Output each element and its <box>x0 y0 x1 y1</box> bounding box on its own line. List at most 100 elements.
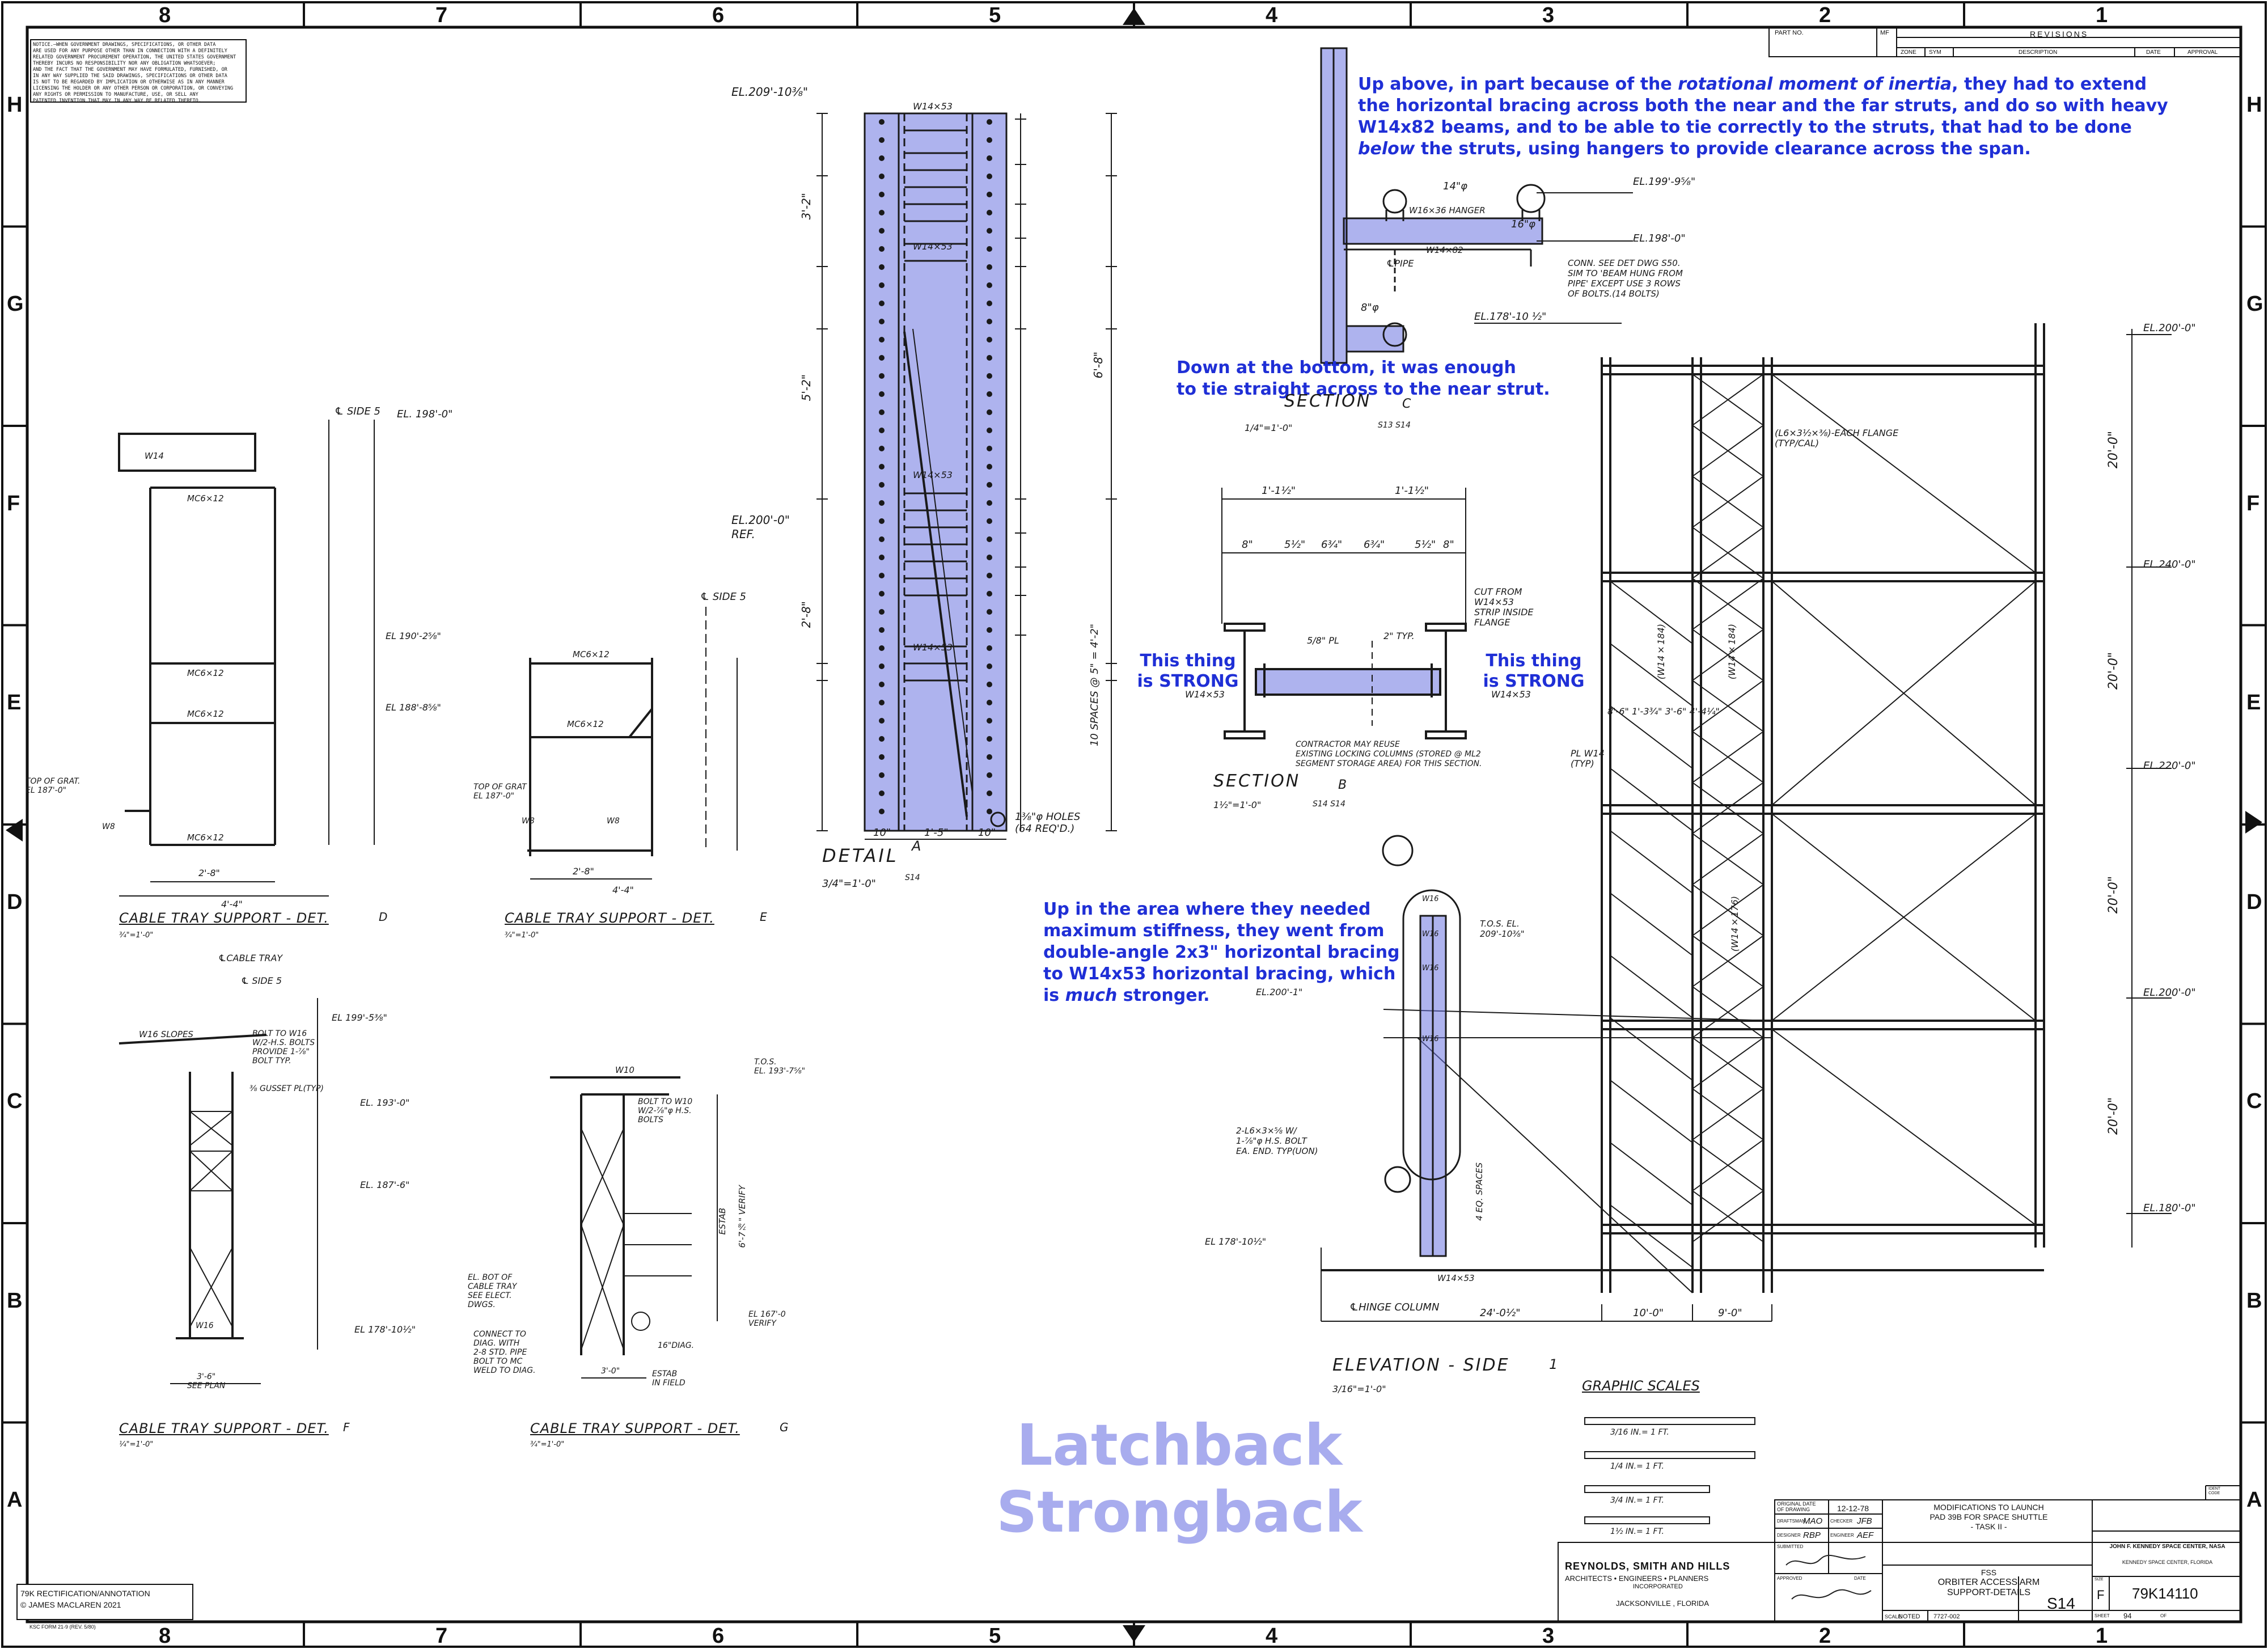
label-w16-1: W16 <box>1422 895 1439 903</box>
label-g-bolt: BOLT TO W10 W/2-⅞"φ H.S. BOLTS <box>638 1097 693 1124</box>
tb-checker: JFB <box>1857 1516 1872 1526</box>
legal-notice: NOTICE.—WHEN GOVERNMENT DRAWINGS, SPECIF… <box>33 42 236 104</box>
label-w16-2: W16 <box>1422 930 1439 938</box>
label-el-209: EL.209'-10⅜" <box>731 85 809 99</box>
zone-row-left-D: D <box>7 890 23 914</box>
label-typ-2: 2" TYP. <box>1383 631 1415 641</box>
elevation-title: ELEVATION - SIDE <box>1332 1355 1510 1375</box>
cable-f-scale: ¼"=1'-0" <box>119 1440 154 1449</box>
label-g-diag: 16"DIAG. <box>658 1341 695 1350</box>
label-w14x53-bot: W14×53 <box>913 642 953 653</box>
label-w14x53-secb-l: W14×53 <box>1185 689 1225 700</box>
dim-10: 10'-0" <box>1633 1307 1664 1319</box>
tb-scale-label: SCALE <box>1885 1614 1902 1620</box>
dim-3-2: 3'-2" <box>799 193 813 220</box>
scale-label-1: 3/16 IN.= 1 FT. <box>1610 1428 1669 1437</box>
label-w14x82: W14×82 <box>1426 245 1463 255</box>
label-el-200-elev: EL.200'-0" <box>2143 987 2196 999</box>
tb-drawing-no: 79K14110 <box>2132 1585 2198 1602</box>
label-mc6-e1: MC6×12 <box>573 649 610 659</box>
label-pipe-16: 16"φ <box>1511 218 1536 230</box>
dim-20-a: 20'-0" <box>2106 431 2121 469</box>
label-w14x184-b: (W14×184) <box>1727 624 1737 680</box>
dim-10-right: 10" <box>978 827 996 839</box>
label-g-w10: W10 <box>615 1065 634 1075</box>
tb-fss: FSS <box>1981 1568 1997 1577</box>
scale-label-3: 3/4 IN.= 1 FT. <box>1610 1496 1664 1505</box>
label-top-grat-e: TOP OF GRAT EL 187'-0" <box>473 783 527 801</box>
section-b-ref: S14 S14 <box>1313 800 1345 809</box>
cable-d-mark: D <box>379 910 388 924</box>
cable-g-scale: ¾"=1'-0" <box>530 1440 565 1449</box>
secb-dim-top-right: 1'-1½" <box>1395 485 1429 497</box>
label-pipe-14: 14"φ <box>1443 180 1468 192</box>
tb-draftsman: MAO <box>1803 1516 1823 1526</box>
secb-dim-4: 6¾" <box>1364 539 1385 551</box>
zone-col-top-8: 8 <box>159 3 171 27</box>
dim-20-c: 20'-0" <box>2106 876 2121 914</box>
tb-agency: JOHN F. KENNEDY SPACE CENTER, NASA <box>2109 1544 2225 1550</box>
rev-col-date: DATE <box>2146 49 2161 56</box>
label-pipe-8: 8"φ <box>1361 302 1379 314</box>
label-w14x53-top: W14×53 <box>913 101 953 112</box>
tb-sheet-no: 94 <box>2123 1612 2132 1620</box>
label-g-el-bot: EL. BOT OF CABLE TRAY SEE ELECT. DWGS. <box>468 1273 517 1309</box>
label-el-180: EL.180'-0" <box>2143 1202 2196 1214</box>
label-el-200-1: EL.200'-1" <box>1256 987 1303 997</box>
zone-col-bottom-2: 2 <box>1819 1624 1831 1648</box>
revisions-title: REVISIONS <box>2030 29 2089 39</box>
label-tos-209: T.O.S. EL. 209'-10⅜" <box>1480 919 1525 939</box>
zone-row-left-G: G <box>7 292 24 316</box>
zone-row-right-C: C <box>2246 1089 2262 1114</box>
dim-20-b: 20'-0" <box>2106 652 2121 690</box>
label-mc6-d4: MC6×12 <box>187 832 224 843</box>
label-w14x53-elev: W14×53 <box>1437 1273 1475 1283</box>
tb-size-label: SIZE <box>2094 1578 2104 1582</box>
label-el-200-ref: EL.200'-0" <box>731 513 790 527</box>
tb-drawing-title: ORBITER ACCESS ARM SUPPORT-DETAILS <box>1937 1578 2040 1597</box>
label-f-w16: W16 <box>196 1321 214 1330</box>
section-b-mark: B <box>1338 778 1347 792</box>
label-el-240: EL.240'-0" <box>2143 559 2196 570</box>
label-w16-3: W16 <box>1422 964 1439 973</box>
dim-9: 9'-0" <box>1718 1307 1742 1319</box>
label-bolt-note: 2-L6×3×⅝ W/ 1-⅞"φ H.S. BOLT EA. END. TYP… <box>1236 1126 1318 1156</box>
label-w16-hanger: W16×36 HANGER <box>1409 205 1486 215</box>
secb-dim-6: 8" <box>1443 539 1454 551</box>
zone-col-bottom-6: 6 <box>712 1624 725 1648</box>
zone-col-top-5: 5 <box>989 3 1001 27</box>
detail-a-mark: A <box>912 838 921 854</box>
tb-mod-title: MODIFICATIONS TO LAUNCH PAD 39B FOR SPAC… <box>1930 1503 2048 1531</box>
dim-1-5: 1'-5" <box>924 827 949 839</box>
cable-g-mark: G <box>780 1420 789 1434</box>
dim-24: 24'-0½" <box>1480 1307 1521 1319</box>
cable-f-title: CABLE TRAY SUPPORT - DET. <box>119 1420 329 1436</box>
signature-marks <box>1785 1554 1872 1600</box>
zone-col-bottom-1: 1 <box>2096 1624 2108 1648</box>
label-f-gusset: ⅜ GUSSET PL(TYP) <box>249 1084 324 1093</box>
secb-dim-top-left: 1'-1½" <box>1262 485 1296 497</box>
label-ref: REF. <box>731 527 755 541</box>
zone-row-left-B: B <box>7 1288 23 1313</box>
label-el-199: EL.199'-9⅝" <box>1633 176 1696 188</box>
label-f-side5: ℄ SIDE 5 <box>241 975 282 986</box>
label-w16-4: W16 <box>1422 1035 1439 1043</box>
annotation-top: Up above, in part because of the rotatio… <box>1358 74 2168 159</box>
detail-a-scale: 3/4"=1'-0" <box>822 878 876 890</box>
tb-sheet-label: SHEET <box>2094 1613 2110 1618</box>
zone-col-top-1: 1 <box>2096 3 2108 27</box>
cable-d-scale: ¾"=1'-0" <box>119 931 154 940</box>
zone-col-bottom-8: 8 <box>159 1624 171 1648</box>
dim-10-left: 10" <box>873 827 891 839</box>
zone-col-top-7: 7 <box>435 3 448 27</box>
zone-row-right-D: D <box>2246 890 2262 914</box>
tb-of-label: OF <box>2160 1613 2167 1618</box>
zone-row-left-A: A <box>7 1488 23 1512</box>
label-pl-58: 5/8" PL <box>1307 635 1339 646</box>
label-side5-d: ℄ SIDE 5 <box>335 405 380 417</box>
scale-label-4: 1½ IN.= 1 FT. <box>1610 1527 1664 1536</box>
label-el-220: EL.220'-0" <box>2143 760 2196 772</box>
tb-scale: NOTED <box>1898 1613 1920 1620</box>
